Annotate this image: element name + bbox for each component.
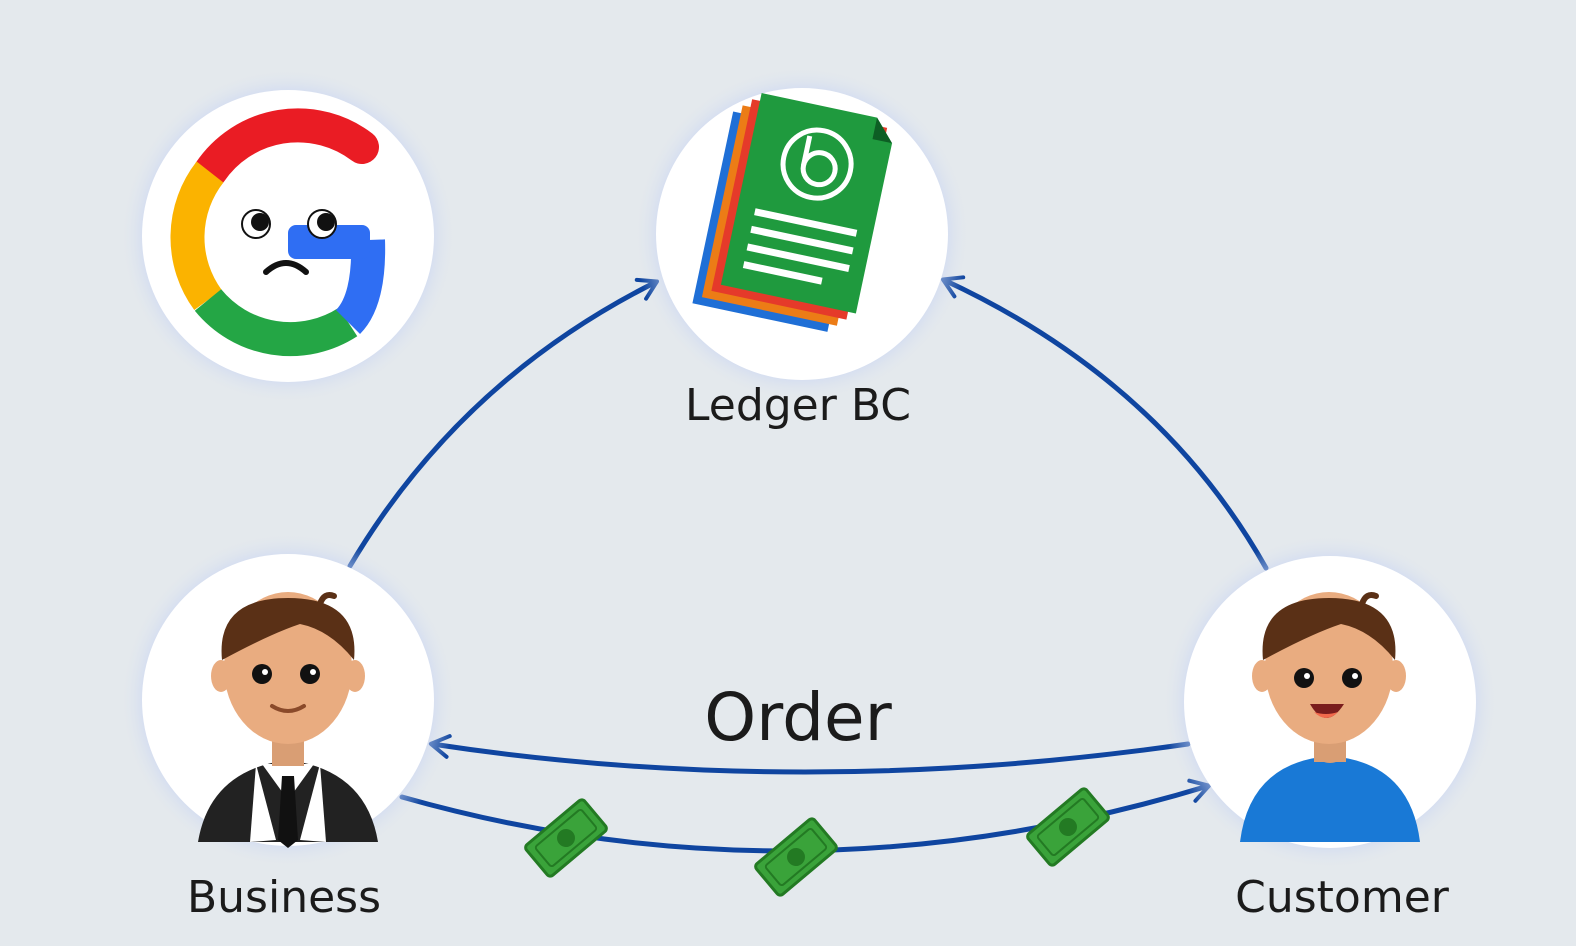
google-node <box>120 68 456 404</box>
order-label: Order <box>704 679 892 756</box>
customer-node <box>1162 534 1498 870</box>
business-node <box>120 532 456 868</box>
customer-man-icon <box>1240 592 1420 842</box>
money-bill-icon <box>754 817 838 897</box>
business-man-icon <box>198 592 378 848</box>
ledger-label: Ledger BC <box>685 380 911 431</box>
ledger-document-icon <box>692 93 893 332</box>
arrow-order-customer-to-business <box>428 734 1191 775</box>
arrow-business-to-ledger <box>347 277 660 569</box>
money-bill-icon <box>1026 787 1110 867</box>
business-label: Business <box>187 872 381 923</box>
money-bill-icon <box>524 798 608 878</box>
arrow-customer-to-ledger <box>940 275 1269 571</box>
sad-google-icon <box>170 108 386 357</box>
customer-label: Customer <box>1235 872 1450 923</box>
ledger-node <box>634 66 970 402</box>
